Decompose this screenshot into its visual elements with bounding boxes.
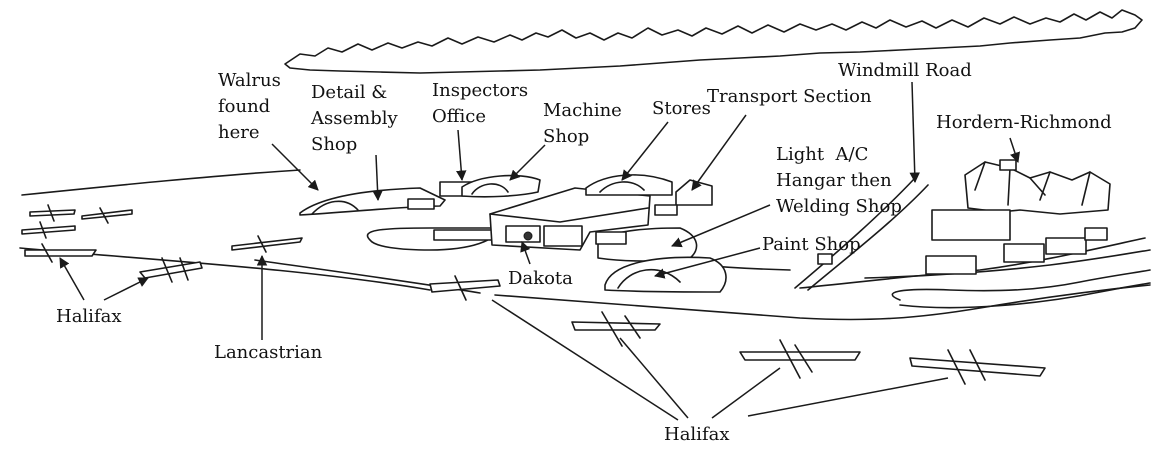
hangar-arch [617, 268, 681, 289]
label-light-ac-hangar: Light A/C Hangar then Welding Shop [776, 144, 902, 217]
taxiway-right [799, 237, 1146, 289]
shed-row-2 [1003, 243, 1045, 263]
stores-hangar [585, 174, 673, 196]
aircraft-far-left-3 [21, 221, 76, 239]
windmill-road [794, 177, 916, 289]
aircraft-far-left-1 [29, 204, 76, 222]
shed-row-1 [925, 255, 977, 275]
label-detail-assembly-shop: Detail & Assembly Shop [310, 82, 403, 155]
shed-row-3 [1045, 237, 1087, 255]
hangar-arch [311, 200, 359, 215]
label-stores: Stores [652, 98, 711, 119]
perimeter-road [864, 249, 1151, 279]
lower-road [899, 282, 1151, 309]
label-halifax-bottom: Halifax [664, 424, 730, 445]
paint-shop-hangar [604, 256, 727, 293]
transport-shed [654, 204, 678, 216]
transport-building [675, 179, 713, 206]
label-transport-section: Transport Section [707, 86, 872, 107]
loop-road [891, 269, 1151, 301]
tree-line [284, 9, 1143, 74]
label-halifax-left: Halifax [56, 306, 122, 327]
field-edge [21, 169, 301, 196]
main-road-edge [494, 284, 1151, 321]
hangar-arch [471, 183, 509, 195]
label-walrus: Walrus found here [218, 70, 287, 143]
label-windmill-road: Windmill Road [838, 60, 972, 81]
label-lancastrian: Lancastrian [214, 342, 323, 363]
small-shed [595, 231, 627, 245]
windmill-road-edge [807, 184, 929, 291]
label-inspectors-office: Inspectors Office [432, 80, 534, 127]
aircraft-halifax-3 [909, 349, 1046, 385]
label-paint-shop: Paint Shop [762, 234, 861, 255]
aircraft-halifax-left [139, 257, 203, 283]
factory-window [505, 225, 541, 243]
label-dakota: Dakota [508, 268, 573, 289]
label-machine-shop: Machine Shop [543, 100, 628, 147]
hordern-hall [931, 209, 1011, 241]
factory-door [543, 225, 583, 247]
shed-row-4 [1084, 227, 1108, 241]
factory-roofline [489, 207, 649, 223]
aircraft-halifax-center [429, 275, 501, 301]
aircraft-halifax-2 [739, 339, 861, 379]
aircraft-far-left-2 [81, 207, 133, 224]
dakota-marker [523, 231, 533, 241]
aircraft-lancastrian [231, 235, 303, 253]
small-building [817, 253, 833, 265]
aircraft-halifax-1 [571, 311, 661, 347]
office-block [407, 198, 435, 210]
aircraft-far-left-4 [24, 243, 97, 263]
hordern-richmond-buildings [964, 161, 1111, 215]
roof-lines [974, 161, 1091, 206]
label-hordern-richmond: Hordern-Richmond [936, 112, 1112, 133]
pointer-lines [59, 81, 1020, 421]
chimney-block [999, 159, 1017, 171]
detail-assembly-hangar [299, 187, 446, 216]
shed [433, 229, 495, 241]
hangar-arch [599, 181, 645, 193]
